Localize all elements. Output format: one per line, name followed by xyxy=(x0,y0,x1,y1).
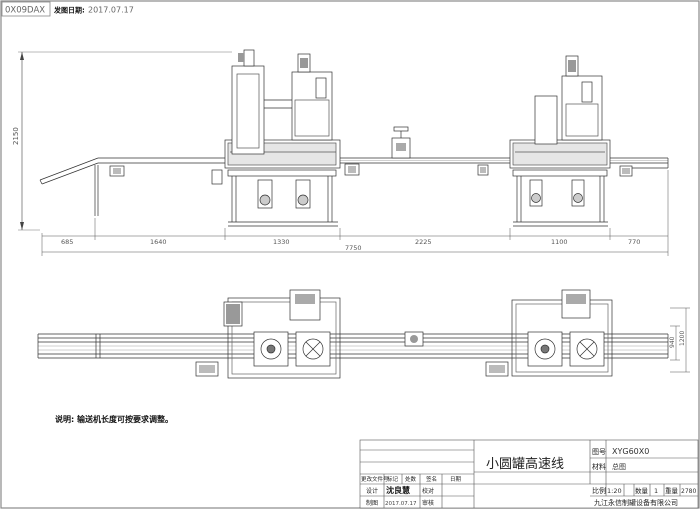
segment-dim-1: 685 xyxy=(61,238,73,246)
design-date: 2017.07.17 xyxy=(385,501,417,507)
drawing-label: 制图 xyxy=(366,499,378,507)
weight-value: 2780 xyxy=(681,488,696,495)
check-label: 校对 xyxy=(422,487,434,495)
plan-outer-dim: 1200 xyxy=(679,331,686,346)
segment-dim-5: 1100 xyxy=(551,238,568,246)
fig-no-value: XYG60X0 xyxy=(612,447,649,456)
machine-1 xyxy=(211,49,341,227)
date-label: 发图日期: xyxy=(53,6,85,15)
fig-no-label: 图号 xyxy=(592,448,606,456)
segment-dimensions: 685 1640 1330 2225 1100 770 7750 xyxy=(41,170,669,256)
design-label: 设计 xyxy=(366,487,378,495)
segment-dim-6: 770 xyxy=(628,238,640,246)
note-text: 说明: 输送机长度可按要求调整。 xyxy=(55,414,173,424)
rev-header-2: 标记 xyxy=(387,475,399,483)
title-block: 小圆罐高速线 图号 XYG60X0 材料 总图 比例 1:20 数量 1 重量 … xyxy=(359,439,699,509)
height-dimension-text: 2150 xyxy=(12,127,20,145)
scale-label: 比例 xyxy=(592,486,606,495)
machine-1-plan xyxy=(195,289,341,379)
drawing-header: 0X09DAX 发图日期: 2017.07.17 xyxy=(1,1,134,17)
center-unit xyxy=(391,126,411,159)
company-name: 九江永信制罐设备有限公司 xyxy=(594,498,678,507)
rev-header-1: 更改文件号 xyxy=(361,475,389,483)
weight-label: 重量 xyxy=(665,487,679,495)
plan-view: 940 1200 xyxy=(37,289,690,379)
scale-value: 1:20 xyxy=(607,487,622,495)
height-dimension: 2150 xyxy=(12,51,232,231)
drawing-title: 小圆罐高速线 xyxy=(486,456,564,472)
rev-header-5: 日期 xyxy=(450,476,462,483)
qty-label: 数量 xyxy=(635,486,649,495)
plan-dimensions: 940 1200 xyxy=(669,307,690,373)
material-value: 总图 xyxy=(612,462,626,471)
qty-value: 1 xyxy=(654,487,658,495)
center-unit-plan xyxy=(404,331,424,347)
overall-length-dim: 7750 xyxy=(345,244,362,252)
designer-signature: 沈良慧 xyxy=(386,485,410,495)
rev-header-4: 签名 xyxy=(426,475,437,483)
elevation-view: 2150 xyxy=(12,49,669,256)
review-label: 审核 xyxy=(422,499,434,507)
date-value: 2017.07.17 xyxy=(88,6,134,15)
material-label: 材料 xyxy=(592,462,606,471)
machine-2-plan xyxy=(485,289,613,377)
infeed-conveyor xyxy=(39,157,125,216)
machine-2 xyxy=(509,55,611,227)
segment-dim-3: 1330 xyxy=(273,238,290,246)
segment-dim-2: 1640 xyxy=(150,238,167,246)
segment-dim-4: 2225 xyxy=(415,238,432,246)
drawing-code: 0X09DAX xyxy=(5,6,45,16)
plan-inner-dim: 940 xyxy=(669,336,676,348)
rev-header-3: 处数 xyxy=(405,475,417,483)
